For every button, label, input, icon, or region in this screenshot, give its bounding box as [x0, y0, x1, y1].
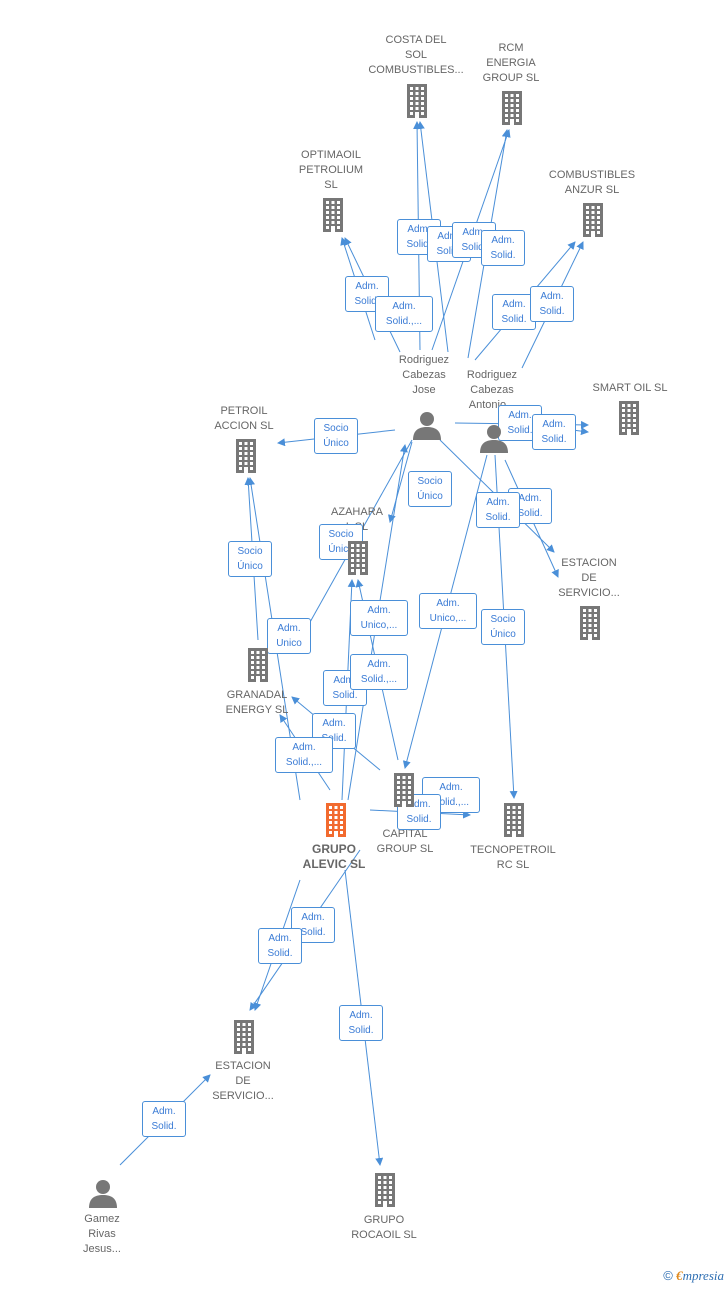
edge-label[interactable]: Adm. Solid.,... [350, 654, 408, 690]
building-icon [348, 541, 368, 575]
brand-e-glyph: € [676, 1268, 683, 1283]
building-icon [326, 803, 346, 837]
node-grupo-rocaoil[interactable]: GRUPO ROCAOIL SL [340, 1213, 428, 1243]
building-icon [504, 803, 524, 837]
building-icon [236, 439, 256, 473]
edge-label[interactable]: Adm. Solid. [530, 286, 574, 322]
empresia-logo: © €mpresia [663, 1268, 724, 1284]
brand-name: mpresia [682, 1268, 724, 1283]
building-icon [323, 198, 343, 232]
node-grupo-alevic[interactable]: GRUPO ALEVIC SL [290, 842, 378, 872]
building-icon [407, 84, 427, 118]
node-estacion-de-servicio-2[interactable]: ESTACION DE SERVICIO... [200, 1059, 286, 1104]
node-label: Gamez Rivas Jesus... [83, 1213, 121, 1255]
building-icon [580, 606, 600, 640]
node-label: OPTIMAOIL PETROLIUM SL [298, 149, 364, 191]
node-label: COSTA DEL SOL COMBUSTIBLES... [368, 34, 464, 76]
person-icon [413, 412, 441, 440]
node-label: RCM ENERGIA GROUP SL [482, 42, 540, 84]
node-label: Rodriguez Cabezas Jose [398, 354, 450, 396]
node-label: GRANADAL ENERGY SL [225, 689, 289, 716]
edge-label[interactable]: Adm. Solid. [492, 294, 536, 330]
building-icon [375, 1173, 395, 1207]
node-rodriguez-cabezas-jose[interactable]: Rodriguez Cabezas Jose [384, 353, 464, 398]
node-gamez-rivas-jesus[interactable]: Gamez Rivas Jesus... [62, 1212, 142, 1257]
edge-label[interactable]: Adm. Solid. [312, 713, 356, 749]
edge-label[interactable]: Socio Único [314, 418, 358, 454]
person-icon [89, 1180, 117, 1208]
node-tecnopetroil[interactable]: TECNOPETROIL RC SL [460, 843, 566, 873]
edge-label[interactable]: Adm. Solid. [532, 414, 576, 450]
edge-label[interactable]: Adm. Solid. [476, 492, 520, 528]
edge-label[interactable]: Adm. Solid. [498, 405, 542, 441]
edge-label[interactable]: Socio Único [408, 471, 452, 507]
edge-label[interactable]: Socio Único [481, 609, 525, 645]
edge-label[interactable]: Adm. Solid. [142, 1101, 186, 1137]
building-icon [394, 773, 414, 807]
edge-label[interactable]: Socio Único [228, 541, 272, 577]
person-icon [480, 425, 508, 453]
building-icon [502, 91, 522, 125]
edge-label[interactable]: Adm. Solid. [481, 230, 525, 266]
node-petroil-accion[interactable]: PETROIL ACCION SL [200, 404, 288, 434]
node-granadal-energy[interactable]: GRANADAL ENERGY SL [214, 688, 300, 718]
building-icon [248, 648, 268, 682]
node-smart-oil[interactable]: SMART OIL SL [578, 381, 682, 396]
edge-label[interactable]: Adm. Solid.,... [375, 296, 433, 332]
node-label: PETROIL ACCION SL [214, 405, 274, 432]
edge-label[interactable]: Adm. Unico [267, 618, 311, 654]
node-label: TECNOPETROIL RC SL [470, 844, 556, 871]
building-icon [583, 203, 603, 237]
node-combustibles-anzur[interactable]: COMBUSTIBLES ANZUR SL [540, 168, 644, 198]
node-label: GRUPO ROCAOIL SL [351, 1214, 417, 1241]
building-icon [619, 401, 639, 435]
edge-label[interactable]: Adm. Solid. [339, 1005, 383, 1041]
node-label: GRUPO ALEVIC SL [302, 842, 366, 871]
edge-label[interactable]: Adm. Unico,... [350, 600, 408, 636]
node-rcm-energia[interactable]: RCM ENERGIA GROUP SL [470, 41, 552, 86]
edge-label[interactable]: Adm. Solid. [258, 928, 302, 964]
building-icon [234, 1020, 254, 1054]
node-label: ESTACION DE SERVICIO... [558, 557, 620, 599]
edge-label[interactable]: Adm. Solid.,... [275, 737, 333, 773]
edge-label[interactable]: Adm. Unico,... [419, 593, 477, 629]
node-costa-del-sol[interactable]: COSTA DEL SOL COMBUSTIBLES... [360, 33, 472, 78]
node-estacion-de-servicio-1[interactable]: ESTACION DE SERVICIO... [546, 556, 632, 601]
copyright-symbol: © [663, 1268, 673, 1283]
node-label: ESTACION DE SERVICIO... [212, 1060, 274, 1102]
edge-line [387, 441, 413, 523]
edge-label[interactable]: Adm. Solid. [345, 276, 389, 312]
node-label: COMBUSTIBLES ANZUR SL [548, 169, 636, 196]
node-label: SMART OIL SL [592, 382, 668, 394]
node-optimaoil[interactable]: OPTIMAOIL PETROLIUM SL [288, 148, 374, 193]
